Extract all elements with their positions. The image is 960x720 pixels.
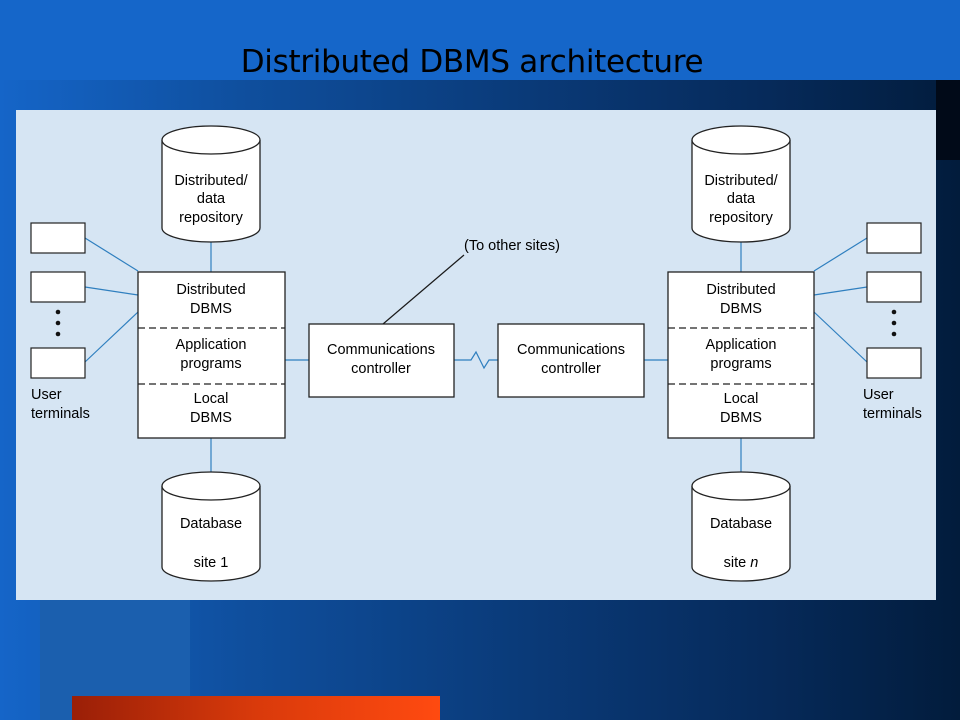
right-database-label: Database <box>710 516 772 532</box>
right-user-terminals-label-2: terminals <box>863 406 922 422</box>
right-repository-cylinder <box>691 125 791 243</box>
right-distributed-dbms-label-2: DBMS <box>720 301 762 317</box>
right-user-terminal-3 <box>866 347 922 379</box>
left-repository-label-3: repository <box>179 210 243 226</box>
right-database-site-label: site n <box>724 555 759 571</box>
left-dbms-stack <box>137 271 286 439</box>
left-database-label: Database <box>180 516 242 532</box>
right-database-cylinder <box>691 471 791 582</box>
right-repository-label-1: Distributed/ <box>704 173 778 189</box>
right-user-terminal-2 <box>866 271 922 303</box>
right-terminal-link-2 <box>813 286 868 296</box>
left-application-programs-label-2: programs <box>180 356 241 372</box>
slide-title: Distributed DBMS architecture <box>240 44 704 80</box>
left-local-dbms-label-2: DBMS <box>190 410 232 426</box>
right-dbms-stack <box>667 271 815 439</box>
left-controller-label-2: controller <box>351 361 411 377</box>
right-terminal-ellipsis <box>891 309 897 337</box>
slide-background-top <box>0 0 960 80</box>
left-distributed-dbms-label-1: Distributed <box>176 282 245 298</box>
left-repository-label-2: data <box>197 191 226 207</box>
left-user-terminal-1 <box>30 222 86 254</box>
right-terminal-link-3 <box>813 311 868 363</box>
diagram-panel: (To other sites) Distributed/ data repos… <box>16 110 936 600</box>
left-repository-label-1: Distributed/ <box>174 173 248 189</box>
right-local-dbms-label-1: Local <box>724 391 759 407</box>
left-terminal-ellipsis <box>55 309 61 337</box>
left-database-site-label: site 1 <box>194 555 229 571</box>
left-user-terminal-3 <box>30 347 86 379</box>
right-repository-label-2: data <box>727 191 756 207</box>
inter-site-link <box>454 350 498 370</box>
slide-decor-strip <box>936 80 960 160</box>
right-distributed-dbms-label-1: Distributed <box>706 282 775 298</box>
left-terminal-link-3 <box>84 311 139 363</box>
left-application-programs-label-1: Application <box>176 337 247 353</box>
left-database-cylinder <box>161 471 261 582</box>
other-sites-label: (To other sites) <box>464 238 560 254</box>
architecture-diagram: (To other sites) Distributed/ data repos… <box>30 125 922 582</box>
right-communications-controller <box>497 323 645 398</box>
right-user-terminal-1 <box>866 222 922 254</box>
left-controller-label-1: Communications <box>327 342 435 358</box>
left-user-terminals-label-2: terminals <box>31 406 90 422</box>
right-terminal-link-1 <box>813 237 868 272</box>
right-local-dbms-label-2: DBMS <box>720 410 762 426</box>
connector-lines <box>84 237 868 472</box>
left-repository-cylinder <box>161 125 261 243</box>
left-user-terminal-2 <box>30 271 86 303</box>
other-sites-line <box>382 254 465 325</box>
right-controller-label-2: controller <box>541 361 601 377</box>
left-user-terminals-label-1: User <box>31 387 62 403</box>
left-local-dbms-label-1: Local <box>194 391 229 407</box>
left-communications-controller <box>308 323 455 398</box>
right-user-terminals-label-1: User <box>863 387 894 403</box>
right-controller-label-1: Communications <box>517 342 625 358</box>
left-distributed-dbms-label-2: DBMS <box>190 301 232 317</box>
left-terminal-link-1 <box>84 237 139 272</box>
right-repository-label-3: repository <box>709 210 773 226</box>
right-application-programs-label-2: programs <box>710 356 771 372</box>
left-terminal-link-2 <box>84 286 139 296</box>
right-application-programs-label-1: Application <box>706 337 777 353</box>
slide-accent-bar <box>72 696 440 720</box>
